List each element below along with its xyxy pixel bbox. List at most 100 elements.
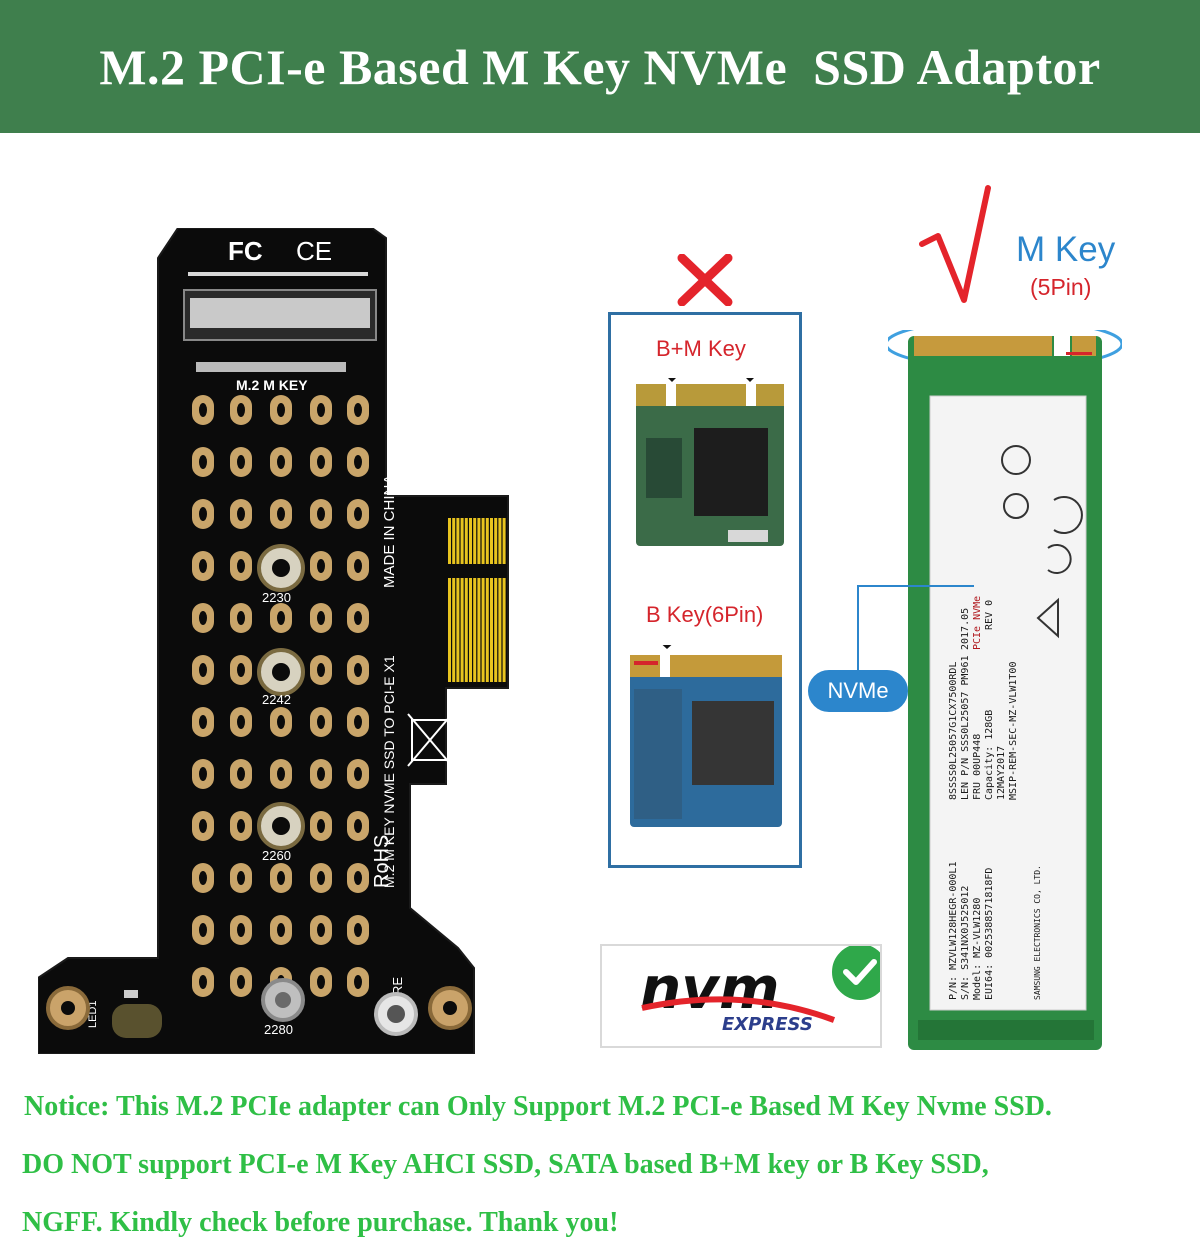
nvm-express-logo-box: nvm EXPRESS bbox=[600, 940, 892, 1048]
pcie-gold-finger bbox=[464, 578, 468, 682]
board-pad-hole bbox=[317, 559, 325, 573]
pcie-gold-finger bbox=[473, 518, 477, 564]
board-pad-hole bbox=[199, 975, 207, 989]
pcie-gold-finger bbox=[498, 578, 502, 682]
ssd-line-7: S/N: S341NX0J525012 bbox=[960, 886, 971, 1000]
board-pad-hole bbox=[317, 663, 325, 677]
board-pad-hole bbox=[277, 455, 285, 469]
board-pad-hole bbox=[199, 559, 207, 573]
pcie-gold-finger bbox=[498, 518, 502, 564]
board-pad-hole bbox=[237, 819, 245, 833]
board-pad-hole bbox=[354, 923, 362, 937]
board-pad-hole bbox=[277, 715, 285, 729]
board-led-label: LED1 bbox=[87, 1000, 99, 1028]
incompatible-x-icon bbox=[677, 254, 733, 306]
board-pad-hole bbox=[354, 403, 362, 417]
board-pad-hole bbox=[237, 871, 245, 885]
board-pad-hole bbox=[354, 975, 362, 989]
board-pad-hole bbox=[199, 455, 207, 469]
board-pad-hole bbox=[237, 923, 245, 937]
board-pad-hole bbox=[354, 559, 362, 573]
ssd-line-1: LEN P/N SSS0L25057 PM961 bbox=[960, 656, 971, 801]
pcie-gold-finger bbox=[481, 578, 485, 682]
pcie-gold-finger bbox=[456, 578, 460, 682]
nvme-badge: NVMe bbox=[808, 670, 908, 712]
pcie-gold-finger bbox=[481, 518, 485, 564]
ssd-line-4: 12MAY2017 bbox=[996, 746, 1007, 800]
pcie-gold-finger bbox=[464, 518, 468, 564]
board-made-in-label: MADE IN CHINA bbox=[381, 475, 398, 588]
ssd-pcie-mark: PCIe NVMe bbox=[972, 596, 983, 650]
board-pad-hole bbox=[277, 923, 285, 937]
board-pad-hole bbox=[277, 507, 285, 521]
ssd-date: 2017.05 bbox=[960, 608, 971, 650]
board-mkey-label: M.2 M KEY bbox=[236, 377, 308, 393]
pcie-gold-finger bbox=[460, 518, 464, 564]
ssd-line-5: MSIP-REM-SEC-MZ-VLW1T00 bbox=[1008, 662, 1019, 800]
board-pad-hole bbox=[237, 767, 245, 781]
pcie-gold-finger bbox=[452, 518, 456, 564]
ssd-line-10: SAMSUNG ELECTRONICS CO, LTD. bbox=[1033, 865, 1042, 1000]
board-pad-hole bbox=[237, 715, 245, 729]
pcie-gold-finger bbox=[494, 518, 498, 564]
board-pad-hole bbox=[199, 923, 207, 937]
nvme-callout-line bbox=[857, 585, 974, 672]
pcie-gold-finger bbox=[490, 518, 493, 564]
board-pad-hole bbox=[317, 819, 325, 833]
nvm-express-logo: nvm EXPRESS bbox=[640, 940, 892, 1035]
size-2242: 2242 bbox=[262, 692, 291, 707]
b-key-card-image bbox=[630, 645, 782, 827]
pcie-gold-finger bbox=[473, 578, 477, 682]
board-pad-hole bbox=[277, 611, 285, 625]
title-banner: M.2 PCI-e Based M Key NVMe SSD Adaptor bbox=[0, 0, 1200, 133]
logo-sub: EXPRESS bbox=[722, 1014, 813, 1035]
ssd-cert-icons bbox=[1001, 445, 1083, 639]
board-pad-hole bbox=[317, 403, 325, 417]
board-pad-hole bbox=[277, 403, 285, 417]
weee-icon bbox=[407, 711, 473, 771]
notice-line-3: NGFF. Kindly check before purchase. Than… bbox=[22, 1207, 619, 1238]
pcie-gold-finger bbox=[477, 578, 481, 682]
board-pad-hole bbox=[199, 715, 207, 729]
board-pad-hole bbox=[354, 611, 362, 625]
board-pad-hole bbox=[237, 455, 245, 469]
board-pad-hole bbox=[237, 559, 245, 573]
ssd-line-6: P/N: MZVLW128HEGR-000L1 bbox=[948, 862, 959, 1000]
m-key-label: M Key bbox=[1016, 230, 1116, 269]
compatible-check-icon bbox=[919, 185, 991, 303]
board-pad-hole bbox=[317, 975, 325, 989]
board-pad-hole bbox=[317, 455, 325, 469]
board-pad-hole bbox=[277, 871, 285, 885]
notice-line-1: Notice: This M.2 PCIe adapter can Only S… bbox=[24, 1091, 1052, 1122]
pcie-gold-finger bbox=[452, 578, 456, 682]
board-pad-hole bbox=[317, 507, 325, 521]
pcie-gold-finger bbox=[494, 578, 498, 682]
board-pad-hole bbox=[354, 455, 362, 469]
ssd-line-9: EUI64: 0025388571818FD bbox=[984, 868, 995, 1000]
board-pad-hole bbox=[199, 767, 207, 781]
board-pad-hole bbox=[237, 975, 245, 989]
board-pad-hole bbox=[199, 611, 207, 625]
board-pad-hole bbox=[199, 663, 207, 677]
board-pad-hole bbox=[354, 871, 362, 885]
notice-line-2: DO NOT support PCI-e M Key AHCI SSD, SAT… bbox=[22, 1149, 989, 1180]
size-2280: 2280 bbox=[264, 1022, 293, 1037]
fc-mark: FC bbox=[228, 236, 263, 266]
ssd-line-2: FRU 00UP448 bbox=[972, 734, 983, 800]
pcie-gold-finger bbox=[490, 578, 493, 682]
m-key-pins-label: (5Pin) bbox=[1030, 274, 1092, 300]
pcie-gold-finger bbox=[469, 578, 472, 682]
b-key-label: B Key(6Pin) bbox=[646, 602, 764, 627]
board-desc-label: M.2 M KEY NVME SSD TO PCI-E X1 bbox=[381, 655, 397, 888]
bm-key-card-image bbox=[636, 378, 784, 546]
board-pad-hole bbox=[199, 871, 207, 885]
board-pad-hole bbox=[237, 663, 245, 677]
pcie-gold-finger bbox=[469, 518, 472, 564]
board-pad-hole bbox=[317, 871, 325, 885]
board-rohs-label: RoHS bbox=[371, 835, 393, 888]
board-pad-hole bbox=[354, 715, 362, 729]
pcie-gold-finger bbox=[477, 518, 481, 564]
board-pad-hole bbox=[317, 923, 325, 937]
board-pad-hole bbox=[199, 819, 207, 833]
board-pad-hole bbox=[237, 507, 245, 521]
